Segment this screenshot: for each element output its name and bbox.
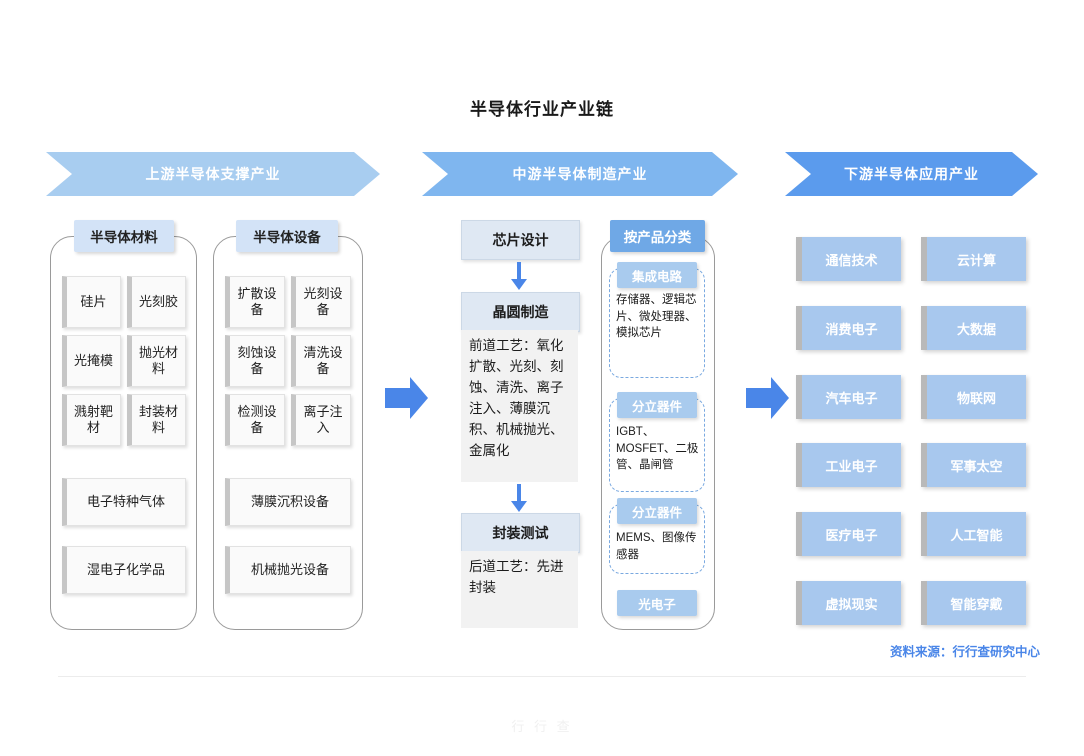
equipment-card-ion-implantation[interactable]: 离子注入 <box>291 394 351 446</box>
app-tile-virtual-reality[interactable]: 虚拟现实 <box>796 581 901 625</box>
product-label-discrete-devices-1[interactable]: 分立器件 <box>617 392 697 418</box>
product-content-discrete-devices-2: MEMS、图像传感器 <box>616 532 697 561</box>
app-tile-medical-electronics[interactable]: 医疗电子 <box>796 512 901 556</box>
source-note: 资料来源：行行查研究中心 <box>889 645 1040 659</box>
process-box-packaging-test[interactable]: 封装测试 <box>461 513 580 553</box>
app-tile-consumer-electronics[interactable]: 消费电子 <box>796 306 901 350</box>
process-box-wafer-manufacturing[interactable]: 晶圆制造 <box>461 292 580 332</box>
product-label-optoelectronics[interactable]: 光电子 <box>617 590 697 616</box>
material-card-specialty-gas[interactable]: 电子特种气体 <box>62 478 186 526</box>
material-card-photomask[interactable]: 光掩模 <box>62 335 121 387</box>
banner-downstream: 下游半导体应用产业 <box>785 152 1038 196</box>
app-tile-iot[interactable]: 物联网 <box>921 375 1026 419</box>
equipment-card-thin-film-deposition[interactable]: 薄膜沉积设备 <box>225 478 351 526</box>
equipment-card-etching[interactable]: 刻蚀设备 <box>225 335 285 387</box>
material-card-wet-chemicals[interactable]: 湿电子化学品 <box>62 546 186 594</box>
header-semiconductor-materials: 半导体材料 <box>74 220 174 252</box>
process-text-front-end: 前道工艺：氧化扩散、光刻、刻蚀、清洗、离子注入、薄膜沉积、机械抛光、金属化 <box>461 330 578 482</box>
arrow-wafer-to-packaging <box>511 484 527 512</box>
header-semiconductor-equipment: 半导体设备 <box>236 220 338 252</box>
product-label-discrete-devices-2[interactable]: 分立器件 <box>617 498 697 524</box>
equipment-card-diffusion[interactable]: 扩散设备 <box>225 276 285 328</box>
arrow-design-to-wafer <box>511 262 527 290</box>
banner-midstream: 中游半导体制造产业 <box>422 152 738 196</box>
equipment-card-cleaning[interactable]: 清洗设备 <box>291 335 351 387</box>
app-tile-industrial-electronics[interactable]: 工业电子 <box>796 443 901 487</box>
product-content-integrated-circuit: 存储器、逻辑芯片、微处理器、模拟芯片 <box>616 294 697 340</box>
app-tile-artificial-intelligence[interactable]: 人工智能 <box>921 512 1026 556</box>
equipment-card-inspection[interactable]: 检测设备 <box>225 394 285 446</box>
material-card-silicon-wafer[interactable]: 硅片 <box>62 276 121 328</box>
app-tile-communication[interactable]: 通信技术 <box>796 237 901 281</box>
equipment-card-cmp[interactable]: 机械抛光设备 <box>225 546 351 594</box>
process-text-back-end: 后道工艺：先进封装 <box>461 551 578 628</box>
bottom-divider <box>58 676 1026 677</box>
watermark: 行 行 查 <box>511 719 573 734</box>
material-card-packaging-material[interactable]: 封装材料 <box>127 394 186 446</box>
app-tile-military-aerospace[interactable]: 军事太空 <box>921 443 1026 487</box>
product-label-integrated-circuit[interactable]: 集成电路 <box>617 262 697 288</box>
banner-upstream: 上游半导体支撑产业 <box>46 152 380 196</box>
material-card-sputtering-target[interactable]: 溅射靶材 <box>62 394 121 446</box>
app-tile-cloud-computing[interactable]: 云计算 <box>921 237 1026 281</box>
page-title: 半导体行业产业链 <box>470 100 614 119</box>
material-card-polishing-material[interactable]: 抛光材料 <box>127 335 186 387</box>
arrow-midstream-to-downstream <box>746 375 790 421</box>
product-content-discrete-devices-1: IGBT、MOSFET、二极管、晶闸管 <box>616 426 699 472</box>
header-product-classification: 按产品分类 <box>610 220 705 252</box>
arrow-upstream-to-midstream <box>385 375 429 421</box>
equipment-card-lithography[interactable]: 光刻设备 <box>291 276 351 328</box>
process-box-chip-design[interactable]: 芯片设计 <box>461 220 580 260</box>
app-tile-big-data[interactable]: 大数据 <box>921 306 1026 350</box>
app-tile-smart-wearables[interactable]: 智能穿戴 <box>921 581 1026 625</box>
app-tile-automotive-electronics[interactable]: 汽车电子 <box>796 375 901 419</box>
material-card-photoresist[interactable]: 光刻胶 <box>127 276 186 328</box>
